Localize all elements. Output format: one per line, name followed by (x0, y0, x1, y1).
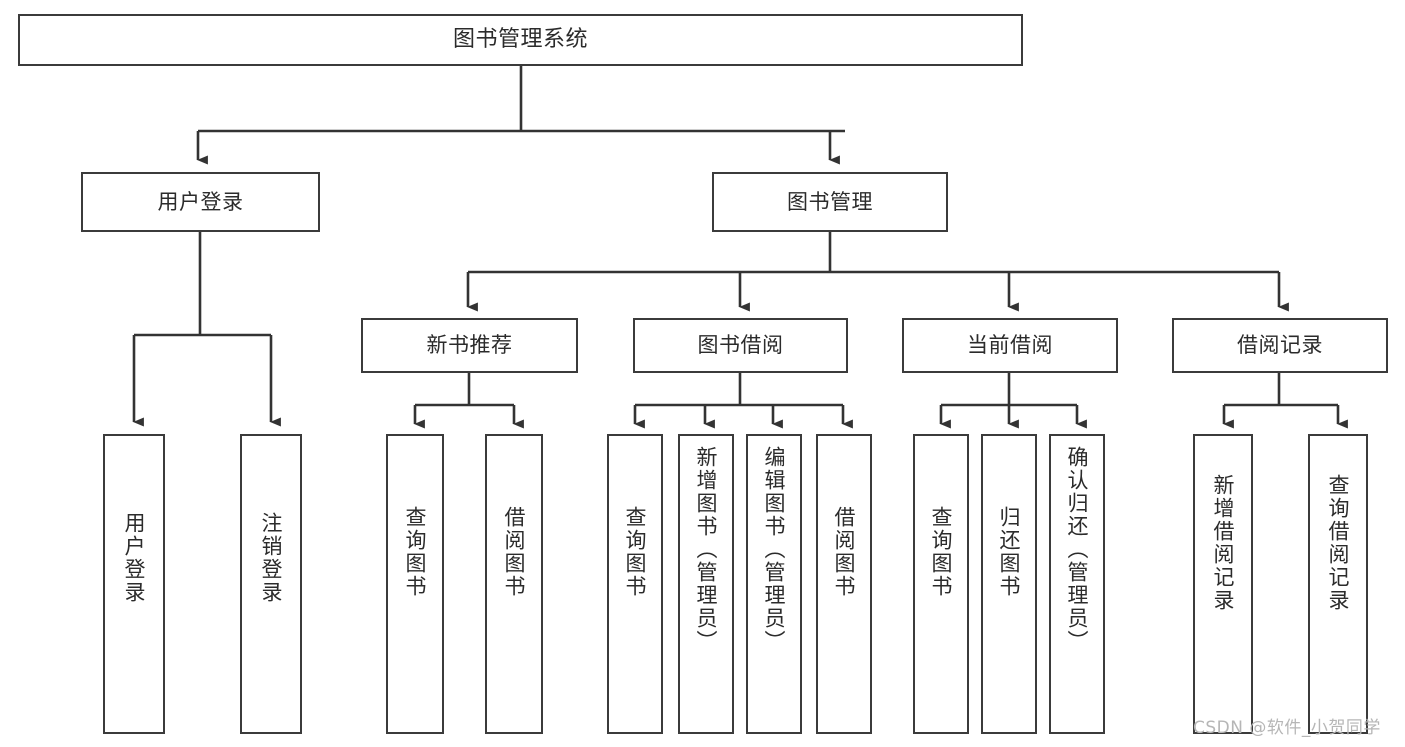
node-book-management-label: 图书管理 (787, 189, 873, 214)
leaf-query-book-2[interactable]: 查询图书 (607, 434, 663, 734)
leaf-borrow-book-2-label: 借阅图书 (832, 506, 857, 598)
leaf-return-book[interactable]: 归还图书 (981, 434, 1037, 734)
leaf-query-book-1-label: 查询图书 (403, 506, 428, 598)
node-new-book-recommend-label: 新书推荐 (426, 333, 513, 358)
leaf-edit-book-admin-label: 编辑图书（管理员） (762, 446, 787, 653)
leaf-confirm-return-admin[interactable]: 确认归还（管理员） (1049, 434, 1105, 734)
csdn-watermark: CSDN @软件_小贺同学 (1193, 718, 1381, 738)
leaf-add-book-admin[interactable]: 新增图书（管理员） (678, 434, 734, 734)
leaf-add-book-admin-label: 新增图书（管理员） (694, 446, 719, 653)
node-borrow-record[interactable]: 借阅记录 (1172, 318, 1388, 373)
node-current-borrow[interactable]: 当前借阅 (902, 318, 1118, 373)
node-book-borrow-label: 图书借阅 (697, 333, 784, 358)
node-root-label: 图书管理系统 (452, 27, 588, 53)
leaf-query-book-3[interactable]: 查询图书 (913, 434, 969, 734)
node-book-management[interactable]: 图书管理 (712, 172, 948, 232)
node-user-login-label: 用户登录 (157, 189, 244, 214)
leaf-query-borrow-record-label: 查询借阅记录 (1326, 474, 1351, 612)
leaf-query-borrow-record[interactable]: 查询借阅记录 (1308, 434, 1368, 734)
leaf-logout-login-label: 注销登录 (259, 512, 284, 604)
node-current-borrow-label: 当前借阅 (967, 333, 1053, 358)
node-new-book-recommend[interactable]: 新书推荐 (361, 318, 578, 373)
leaf-query-book-1[interactable]: 查询图书 (386, 434, 444, 734)
node-borrow-record-label: 借阅记录 (1237, 333, 1323, 358)
leaf-borrow-book-2[interactable]: 借阅图书 (816, 434, 872, 734)
node-book-borrow[interactable]: 图书借阅 (633, 318, 848, 373)
leaf-add-borrow-record-label: 新增借阅记录 (1211, 474, 1236, 612)
leaf-return-book-label: 归还图书 (997, 506, 1022, 598)
node-root-system[interactable]: 图书管理系统 (18, 14, 1023, 66)
leaf-confirm-return-admin-label: 确认归还（管理员） (1065, 446, 1090, 653)
leaf-logout-login[interactable]: 注销登录 (240, 434, 302, 734)
leaf-borrow-book-1[interactable]: 借阅图书 (485, 434, 543, 734)
leaf-edit-book-admin[interactable]: 编辑图书（管理员） (746, 434, 802, 734)
leaf-user-login[interactable]: 用户登录 (103, 434, 165, 734)
leaf-add-borrow-record[interactable]: 新增借阅记录 (1193, 434, 1253, 734)
leaf-query-book-3-label: 查询图书 (929, 506, 954, 598)
leaf-user-login-label: 用户登录 (122, 512, 147, 604)
leaf-query-book-2-label: 查询图书 (623, 506, 648, 598)
node-user-login[interactable]: 用户登录 (81, 172, 320, 232)
leaf-borrow-book-1-label: 借阅图书 (502, 506, 527, 598)
